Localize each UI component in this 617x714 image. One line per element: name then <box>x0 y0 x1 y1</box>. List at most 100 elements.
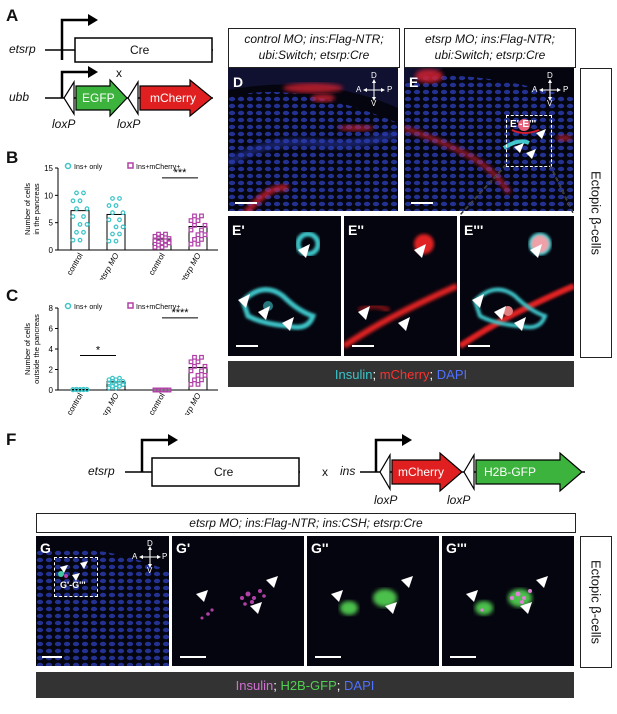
chart-b-point <box>77 198 83 204</box>
compass-e-d: D <box>547 71 553 80</box>
header-d-line1: control MO; ins:Flag-NTR; <box>244 32 384 46</box>
chart-b-point <box>195 232 201 238</box>
compass-e <box>539 79 561 101</box>
loxp-label-a1: loxP <box>52 117 76 131</box>
header-e-line2: ubi:Switch; etsrp:Cre <box>434 48 546 62</box>
panel-label-f: F <box>6 430 17 449</box>
chart-b-point <box>192 213 197 219</box>
chart-b-point <box>117 231 122 237</box>
inset-label-g: G'-G''' <box>60 580 86 590</box>
chart-b-point <box>84 206 90 212</box>
micrograph-e <box>404 68 574 211</box>
ins-label-f: ins <box>340 464 356 478</box>
compass-e-p: P <box>563 85 569 94</box>
chart-b-point <box>163 231 168 237</box>
chart-c-point <box>202 372 208 378</box>
ubb-label: ubb <box>9 90 30 104</box>
egfp-label: EGFP <box>82 91 115 105</box>
chart-b-point <box>117 217 122 223</box>
micrograph-e1 <box>228 216 341 356</box>
chart-c-point <box>188 381 194 387</box>
micrograph-g1 <box>172 536 304 666</box>
chart-b-point <box>188 218 194 224</box>
compass-d-v: V <box>371 99 377 108</box>
chart-c-point <box>188 359 194 365</box>
chart-b-point <box>113 203 119 208</box>
chart-b-point <box>70 237 76 243</box>
chart-c-ytick-label: 8 <box>49 304 54 313</box>
micrograph-g2 <box>307 536 439 666</box>
panel-label-b: B <box>6 148 19 167</box>
chart-c-sig-0: * <box>96 345 101 357</box>
chart-b-point <box>106 238 112 244</box>
chart-b-point <box>110 231 115 237</box>
mcherry-label-f: mCherry <box>398 465 445 479</box>
chart-c-point <box>199 368 204 374</box>
cross-label-a: x <box>116 66 122 80</box>
chart-b-point <box>106 203 112 208</box>
panel-label-e2: E'' <box>348 222 364 238</box>
panel-label-a: A <box>6 6 19 25</box>
inset-box-e <box>506 115 552 167</box>
chart-b-point <box>74 229 79 235</box>
chart-b-ytick-label: 10 <box>44 191 53 200</box>
legend-bar-e: Insulin ; mCherry ; DAPI <box>228 361 574 387</box>
compass-g-v: V <box>147 566 153 575</box>
panel-label-e1: E' <box>232 222 245 238</box>
chart-c-point <box>120 382 126 388</box>
h2bgfp-label: H2B-GFP <box>484 465 537 479</box>
inset-box-g <box>54 557 98 597</box>
chart-c-point <box>199 354 204 360</box>
chart-b-sig-1: *** <box>174 167 188 179</box>
cross-label-f: x <box>322 465 328 479</box>
chart-c-legend-marker-mch <box>127 302 134 309</box>
chart-c-ytick-label: 4 <box>49 345 54 354</box>
etsrp-label-a: etsrp <box>9 42 36 56</box>
chart-b-point <box>81 229 86 235</box>
chart-b-point <box>166 236 172 241</box>
compass-g-p: P <box>162 552 168 561</box>
micrograph-d <box>228 68 398 211</box>
chart-b-point <box>106 217 112 223</box>
legend-bar-g: Insulin ; H2B-GFP ; DAPI <box>36 672 574 698</box>
compass-d-a: A <box>356 85 362 94</box>
chart-b-legend-marker-mch <box>127 162 134 169</box>
chart-b-legend-mch: Ins+mCherry+ <box>136 164 180 171</box>
chart-c-point <box>192 363 197 369</box>
legend-g-dapi: DAPI <box>344 677 375 693</box>
chart-c-point <box>199 377 204 383</box>
chart-c-point <box>202 363 208 369</box>
panel-label-g2: G'' <box>311 540 329 556</box>
chart-b-point <box>70 214 76 219</box>
chart-b-legend-ins: Ins+ only <box>74 164 103 171</box>
side-label-g-text: Ectopic β-cells <box>588 559 604 645</box>
loxp-label-a2: loxP <box>117 117 141 131</box>
chart-c-point <box>81 386 86 392</box>
cre-label-a: Cre <box>130 43 150 57</box>
chart-c-point <box>188 368 194 374</box>
chart-c-point <box>192 377 197 383</box>
chart-b-point <box>81 214 86 219</box>
chart-b-point <box>113 238 119 244</box>
chart-b-point <box>192 222 197 228</box>
chart-b-point <box>192 237 197 242</box>
loxp-label-f2: loxP <box>447 493 471 507</box>
chart-b-point <box>199 237 204 242</box>
chart-c-legend-marker-ins <box>64 302 72 310</box>
chart-c-point <box>195 372 201 378</box>
compass-d-d: D <box>371 71 377 80</box>
chart-c-point <box>117 375 122 381</box>
construct-a-diagram <box>45 14 213 118</box>
chart-b-point <box>120 210 126 216</box>
chart-b-point <box>195 241 201 247</box>
legend-g-insulin: Insulin <box>235 677 274 693</box>
legend-g-h2bgfp: H2B-GFP <box>280 677 337 693</box>
chart-b-point <box>120 224 126 230</box>
legend-e-mcherry: mCherry <box>379 366 430 382</box>
